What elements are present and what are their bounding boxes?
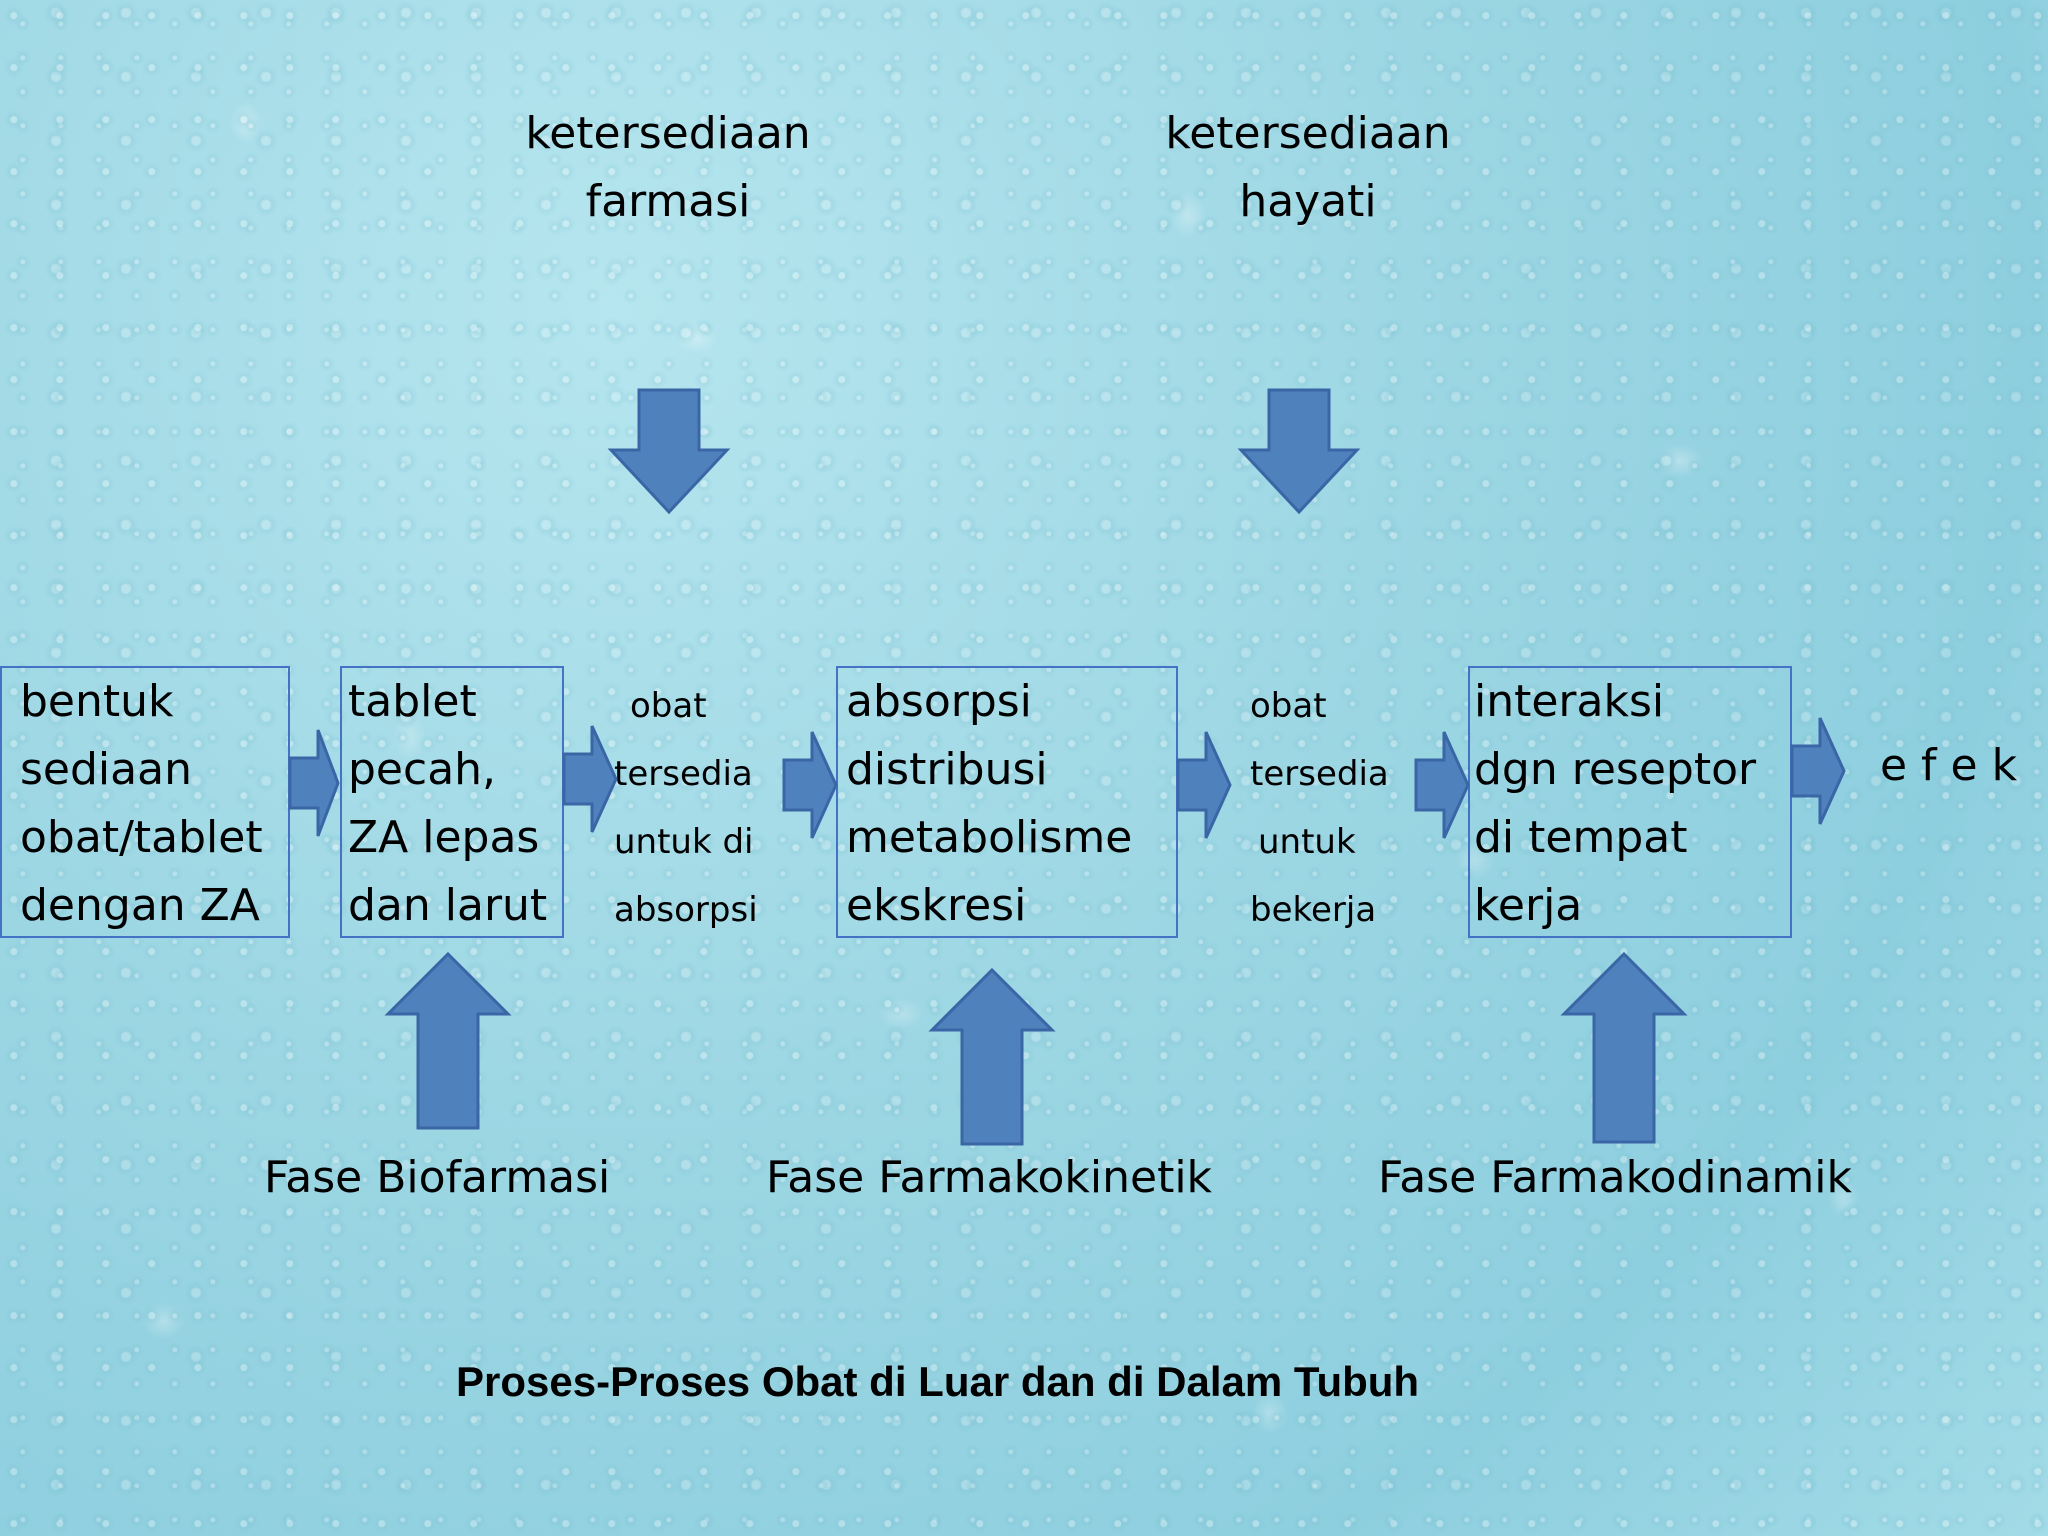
right-arrow-4 <box>1176 731 1232 839</box>
label-ketersediaan-farmasi: ketersediaan farmasi <box>525 108 811 227</box>
right-arrow-2 <box>562 725 618 833</box>
up-arrow-biofarmasi <box>384 951 512 1130</box>
text-bentuk-sediaan: bentuk sediaan obat/tablet dengan ZA <box>20 676 263 931</box>
figure-caption: Proses-Proses Obat di Luar dan di Dalam … <box>456 1358 1420 1405</box>
right-arrow-1 <box>288 729 340 837</box>
right-arrow-6 <box>1790 717 1846 825</box>
label-efek: e f e k <box>1880 740 2018 791</box>
down-arrow-farmasi <box>607 388 731 515</box>
box-interaksi-reseptor <box>1468 666 1792 938</box>
phase-biofarmasi: Fase Biofarmasi <box>264 1152 611 1203</box>
up-arrow-farmakodinamik <box>1560 951 1688 1144</box>
right-arrow-3 <box>782 731 838 839</box>
phase-farmakodinamik: Fase Farmakodinamik <box>1378 1152 1852 1203</box>
text-farmakokinetik-processes: absorpsi distribusi metabolisme ekskresi <box>846 676 1133 931</box>
text-tablet-pecah: tablet pecah, ZA lepas dan larut <box>348 676 548 931</box>
phase-farmakokinetik: Fase Farmakokinetik <box>766 1152 1213 1203</box>
right-arrow-5 <box>1414 731 1470 839</box>
text-obat-tersedia-absorpsi: obat tersedia untuk di absorpsi <box>614 686 758 930</box>
down-arrow-hayati <box>1237 388 1361 515</box>
text-interaksi-reseptor: interaksi dgn reseptor di tempat kerja <box>1474 676 1757 931</box>
up-arrow-farmakokinetik <box>928 967 1056 1146</box>
text-obat-tersedia-bekerja: obat tersedia untuk bekerja <box>1250 686 1389 930</box>
label-ketersediaan-hayati: ketersediaan hayati <box>1165 108 1451 227</box>
